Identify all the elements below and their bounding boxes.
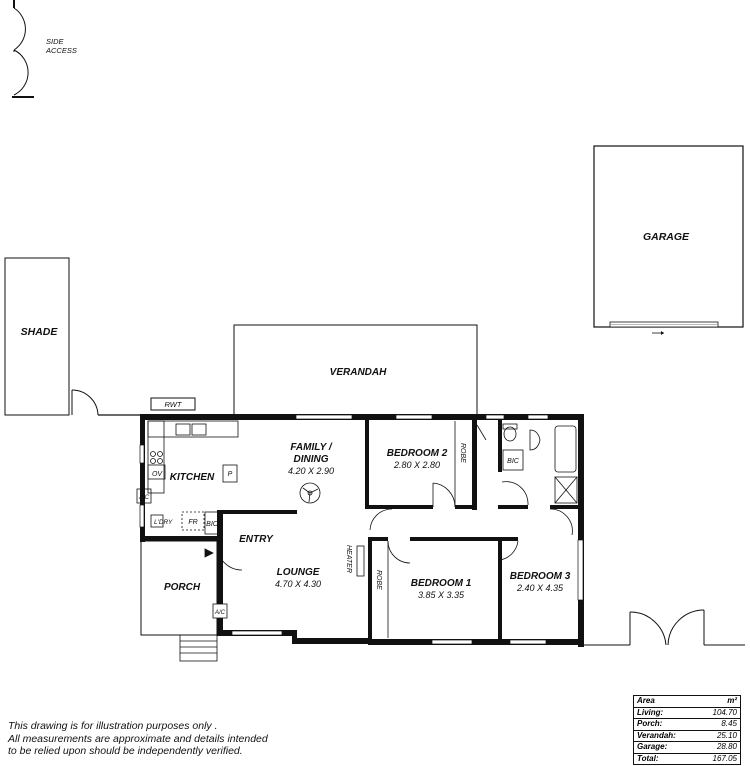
windows xyxy=(139,414,584,645)
robe-label-bed2: ROBE xyxy=(459,443,466,463)
ceiling-fan-icon xyxy=(299,482,321,504)
bathroom-fixtures xyxy=(476,423,578,536)
lounge-dimensions: 4.70 X 4.30 xyxy=(275,579,321,589)
side-access-label-2: ACCESS xyxy=(45,46,77,55)
heater xyxy=(356,545,365,577)
disclaimer: This drawing is for illustration purpose… xyxy=(8,720,338,758)
ac-unit xyxy=(212,603,228,619)
ac-label-porch: A/C xyxy=(214,610,226,616)
area-row-value: 25.10 xyxy=(696,730,741,742)
kitchen-label: KITCHEN xyxy=(170,472,215,483)
bedroom-1-label: BEDROOM 1 xyxy=(411,578,472,589)
family-dining-label-2: DINING xyxy=(294,454,329,465)
area-row-value: 167.05 xyxy=(696,753,741,765)
robe-label-bed1: ROBE xyxy=(375,570,382,590)
shade-gate xyxy=(71,389,140,416)
area-row-label: Porch: xyxy=(633,718,696,731)
porch xyxy=(140,540,218,636)
oven-label: OV xyxy=(152,471,163,478)
area-row-value: 8.45 xyxy=(696,718,741,731)
porch-steps xyxy=(179,634,218,662)
side-gate-right xyxy=(584,609,745,646)
area-row-label: Total: xyxy=(633,753,696,765)
verandah-label: VERANDAH xyxy=(330,367,387,378)
bic-label-kitchen: BIC xyxy=(206,521,219,528)
heater-label: HEATER xyxy=(345,545,352,573)
bedroom-2-label: BEDROOM 2 xyxy=(387,448,448,459)
ac-label-kitchen: A/C xyxy=(138,495,150,501)
shade-label: SHADE xyxy=(21,326,59,338)
disclaimer-line: This drawing is for illustration purpose… xyxy=(8,720,218,732)
side-access-gate xyxy=(12,0,34,98)
pantry-label: P xyxy=(228,471,233,478)
garage-label: GARAGE xyxy=(643,231,690,243)
rwt-label: RWT xyxy=(165,400,183,409)
area-row-label: Verandah: xyxy=(633,730,696,742)
entry-label: ENTRY xyxy=(239,534,274,545)
area-row-label: Garage: xyxy=(633,741,696,754)
fridge-label: FR xyxy=(188,519,197,526)
bedroom-1-door xyxy=(387,540,411,564)
kitchen-fixtures xyxy=(136,420,239,535)
family-dining-dimensions: 4.20 X 2.90 xyxy=(288,466,334,476)
garage xyxy=(593,145,744,335)
rainwater-tank xyxy=(150,397,196,411)
bic-label-bath: BIC xyxy=(507,458,520,465)
family-dining-label: FAMILY / xyxy=(290,442,333,453)
bedroom-2-door xyxy=(369,482,456,531)
side-access-label: SIDE xyxy=(46,37,65,46)
area-row-label: Living: xyxy=(633,707,696,719)
bedroom-2-dimensions: 2.80 X 2.80 xyxy=(393,460,440,470)
lounge-label: LOUNGE xyxy=(277,567,320,578)
area-header: Area xyxy=(633,695,696,708)
bedroom-1-dimensions: 3.85 X 3.35 xyxy=(418,590,465,600)
shade xyxy=(4,257,70,416)
area-unit: m² xyxy=(696,695,741,708)
porch-label: PORCH xyxy=(164,582,201,593)
area-row-value: 28.80 xyxy=(696,741,741,754)
area-row-value: 104.70 xyxy=(696,707,741,719)
area-table: Area m² Living: 104.70 Porch: 8.45 Veran… xyxy=(633,695,741,765)
bedroom-3-dimensions: 2.40 X 4.35 xyxy=(516,583,564,593)
disclaimer-line: to be relied upon should be independentl… xyxy=(8,745,243,757)
laundry-label: L'DRY xyxy=(154,519,173,526)
bedroom-3-door xyxy=(499,540,519,561)
disclaimer-line: All measurements are approximate and det… xyxy=(8,732,268,745)
bedroom-3-label: BEDROOM 3 xyxy=(510,571,571,582)
house-walls xyxy=(140,414,584,647)
entry-door xyxy=(204,544,243,571)
